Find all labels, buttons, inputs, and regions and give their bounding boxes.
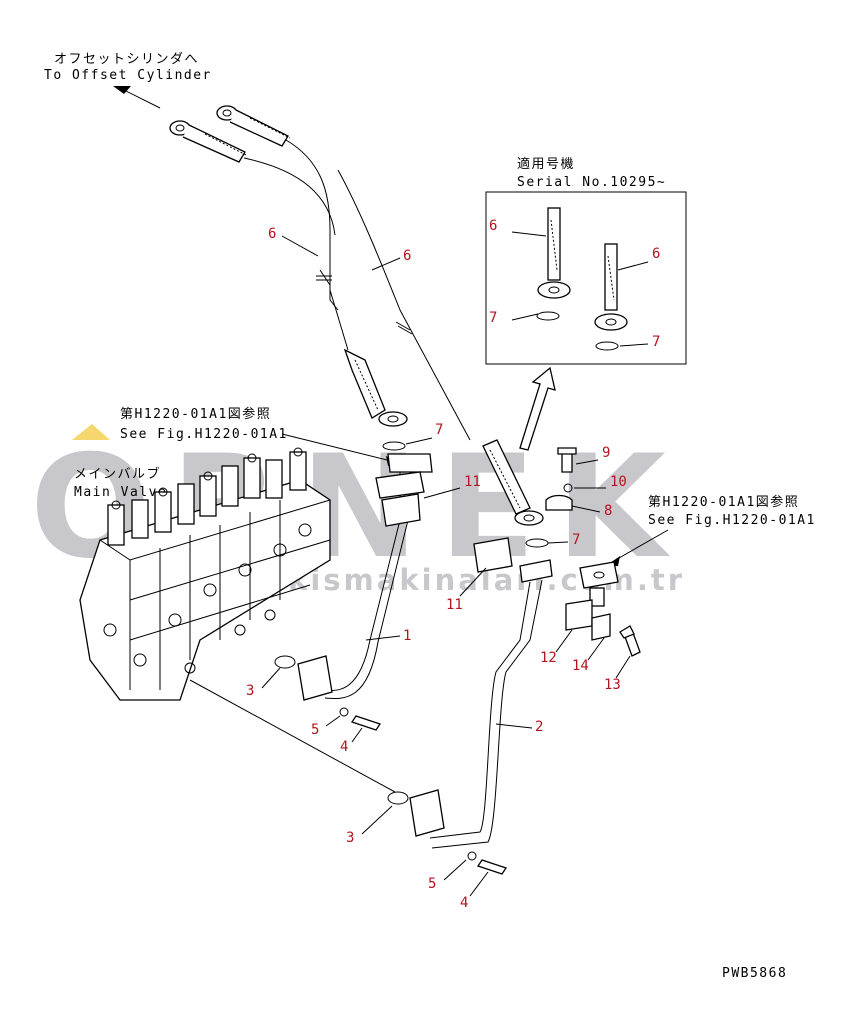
- ref-left-label-en: See Fig.H1220-01A1: [120, 427, 288, 442]
- part-number-13: 13: [604, 677, 621, 693]
- part-number-12: 12: [540, 650, 557, 666]
- ref-right-label-en: See Fig.H1220-01A1: [648, 513, 816, 528]
- part-number-4b: 4: [460, 895, 468, 911]
- pipe-1: [297, 453, 433, 701]
- part-number-10: 10: [610, 474, 627, 490]
- flange-assembly: [565, 561, 619, 641]
- part-number-6a: 6: [268, 226, 276, 242]
- serial-label-en: Serial No.10295~: [517, 175, 666, 190]
- drawing-code: PWB5868: [722, 966, 787, 981]
- part-number-6c: 6: [489, 218, 497, 234]
- watermark-accent-icon: [72, 424, 110, 440]
- part-number-7d: 7: [572, 532, 580, 548]
- part-number-3a: 3: [246, 683, 254, 699]
- part-number-6d: 6: [652, 246, 660, 262]
- ref-left-label-jp: 第H1220-01A1図参照: [120, 406, 271, 422]
- part-number-4a: 4: [340, 739, 348, 755]
- part-number-7c: 7: [435, 422, 443, 438]
- main-valve: [79, 447, 331, 701]
- hose-upper-pair: [169, 105, 544, 526]
- inset-hoses: [536, 207, 628, 351]
- part-number-1: 1: [403, 628, 411, 644]
- main-valve-label-en: Main Valve: [74, 485, 167, 500]
- part-number-3b: 3: [346, 830, 354, 846]
- serial-label-jp: 適用号機: [517, 156, 575, 172]
- offset-cylinder-label-en: To Offset Cylinder: [44, 68, 212, 83]
- part-number-8: 8: [604, 503, 612, 519]
- ref-right-label-jp: 第H1220-01A1図参照: [648, 494, 799, 510]
- part-number-6b: 6: [403, 248, 411, 264]
- part-number-5b: 5: [428, 876, 436, 892]
- offset-cylinder-label-jp: オフセットシリンダへ: [54, 52, 199, 67]
- pipe-2: [409, 559, 553, 849]
- part-number-11b: 11: [446, 597, 463, 613]
- inset-arrow-icon: [519, 366, 556, 451]
- part-number-7b: 7: [652, 334, 660, 350]
- part-number-7a: 7: [489, 310, 497, 326]
- arrow-icon: [113, 86, 131, 94]
- main-valve-label-jp: メインバルブ: [74, 466, 161, 482]
- part-number-9: 9: [602, 445, 610, 461]
- part-number-2: 2: [535, 719, 543, 735]
- part-number-11a: 11: [464, 474, 481, 490]
- part-number-14: 14: [572, 658, 589, 674]
- serial-inset-box: [485, 191, 687, 365]
- part-number-5a: 5: [311, 722, 319, 738]
